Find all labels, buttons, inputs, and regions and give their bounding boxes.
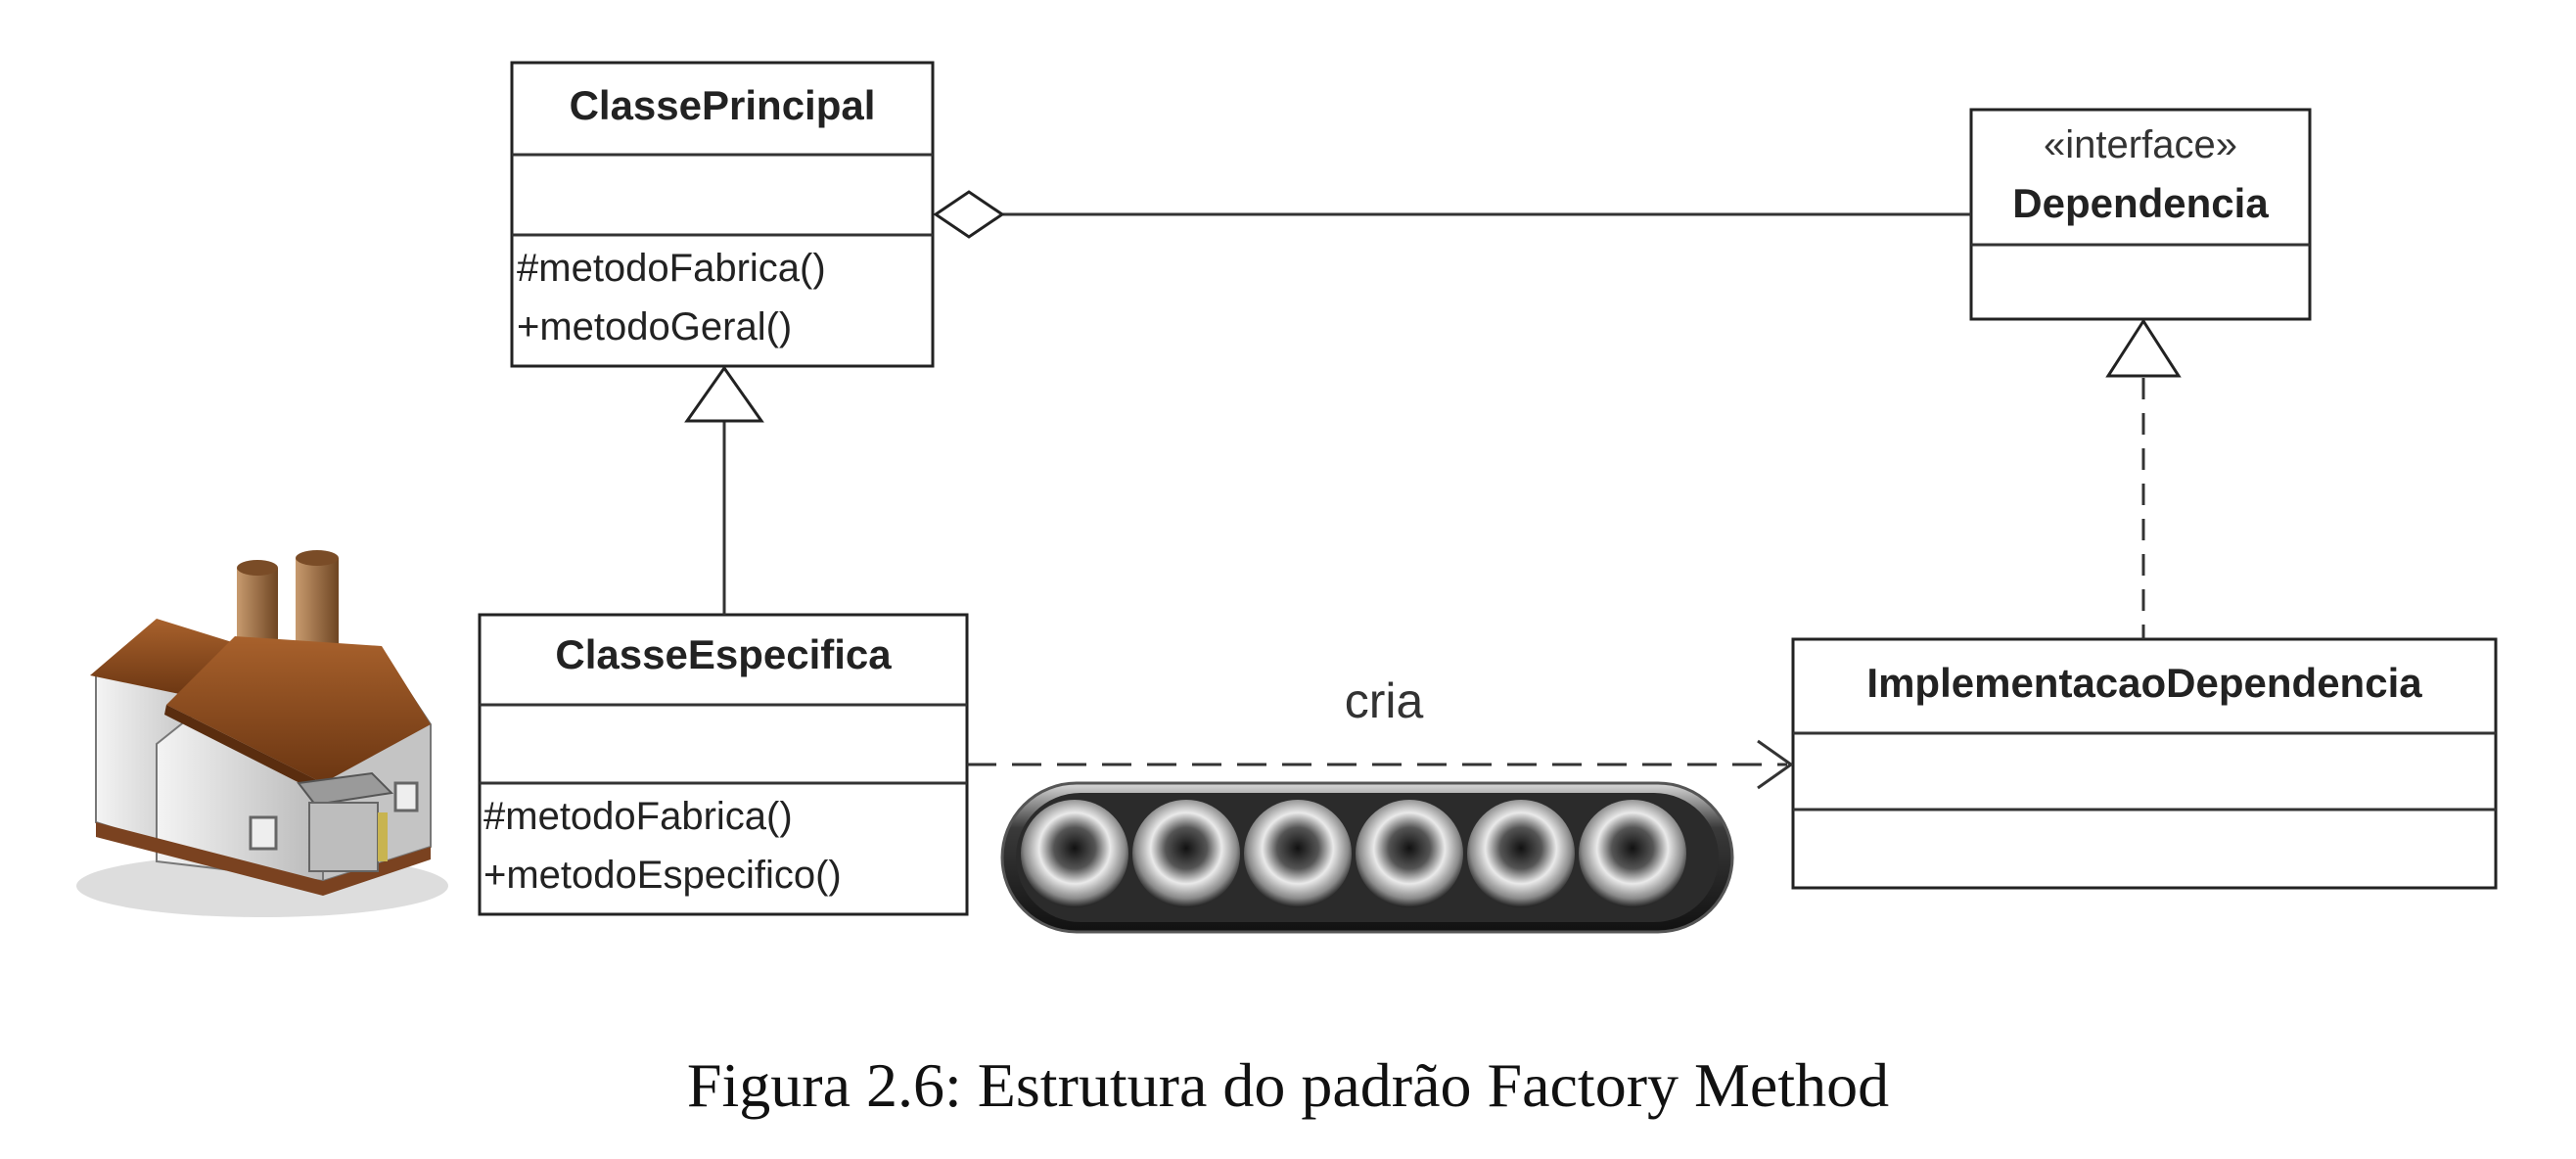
class-box-classe-especifica: ClasseEspecifica #metodoFabrica() +metod… [478, 613, 969, 916]
class-name: ImplementacaoDependencia [1866, 660, 2422, 706]
conveyor-belt-icon [1000, 781, 1734, 934]
figure-caption: Figura 2.6: Estrutura do padrão Factory … [687, 1050, 1889, 1120]
creates-dependency-relation: cria [967, 673, 1794, 790]
class-name: Dependencia [2012, 180, 2269, 226]
open-arrow-icon [1757, 739, 1794, 790]
class-operation: #metodoFabrica() [483, 795, 793, 838]
aggregation-diamond-icon [933, 190, 1005, 239]
inheritance-arrow-icon [684, 365, 764, 423]
interface-stereotype: «interface» [2044, 123, 2237, 166]
realization-arrow-icon [2105, 318, 2182, 378]
roller [1579, 800, 1686, 907]
conveyor-rollers [1021, 800, 1686, 907]
interface-box-dependencia: «interface» Dependencia [1969, 108, 2312, 321]
roller [1132, 800, 1240, 907]
class-box-frame [510, 61, 935, 368]
interface-box-frame [1969, 108, 2312, 321]
realization-relation [2105, 318, 2182, 639]
dependency-label: cria [1345, 673, 1424, 728]
generalization-relation [684, 365, 764, 615]
class-operation: #metodoFabrica() [517, 247, 826, 290]
aggregation-relation [933, 190, 1971, 239]
class-name: ClasseEspecifica [555, 631, 892, 677]
factory-icon [76, 550, 448, 917]
roller [1467, 800, 1575, 907]
class-box-classe-principal: ClassePrincipal #metodoFabrica() +metodo… [510, 61, 935, 368]
class-operation: +metodoEspecifico() [483, 854, 842, 897]
class-name: ClassePrincipal [570, 82, 876, 128]
class-box-implementacao-dependencia: ImplementacaoDependencia [1791, 637, 2498, 890]
roller [1356, 800, 1463, 907]
roller [1244, 800, 1352, 907]
roller [1021, 800, 1128, 907]
class-operation: +metodoGeral() [517, 305, 792, 348]
